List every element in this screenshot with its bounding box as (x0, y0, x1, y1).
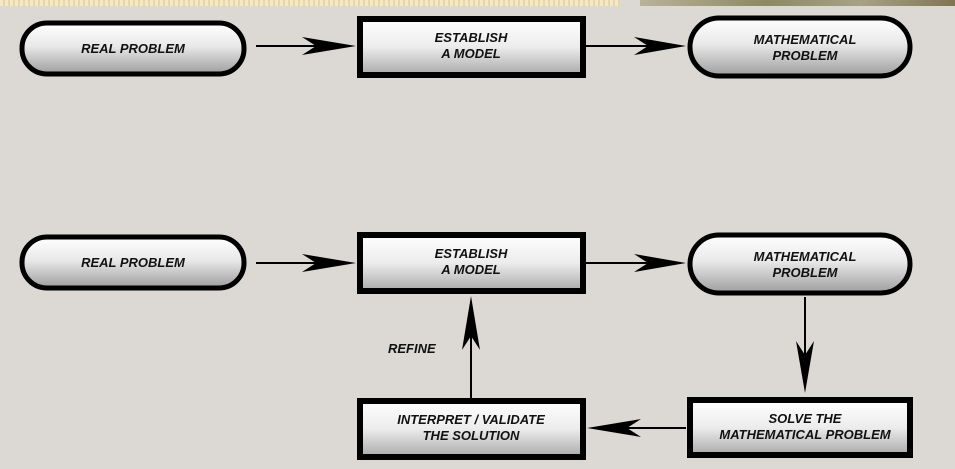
node-mathematical-problem-2: MATHEMATICAL PROBLEM (687, 232, 913, 296)
decorative-top-strip (0, 0, 620, 6)
node-label: REAL PROBLEM (81, 255, 186, 270)
node-label-line-1: ESTABLISH (435, 246, 508, 261)
node-establish-model-1: ESTABLISH A MODEL (357, 16, 586, 78)
node-label-line-2: THE SOLUTION (423, 428, 520, 443)
node-label-line-2: A MODEL (440, 46, 501, 61)
flow-1: REAL PROBLEM ESTABLISH A MODEL MATHEMATI… (19, 15, 913, 79)
node-solve-problem: SOLVE THE MATHEMATICAL PROBLEM (687, 397, 913, 458)
node-label-line-1: SOLVE THE (769, 411, 842, 426)
node-label: REAL PROBLEM (81, 41, 186, 56)
node-interpret-validate: INTERPRET / VALIDATE THE SOLUTION (357, 398, 586, 460)
node-label-line-2: PROBLEM (773, 265, 839, 280)
edge-real-to-model-1 (256, 37, 356, 55)
decorative-corner-image (640, 0, 955, 6)
node-establish-model-2: ESTABLISH A MODEL (357, 232, 586, 294)
node-real-problem-1: REAL PROBLEM (19, 20, 247, 77)
node-mathematical-problem-1: MATHEMATICAL PROBLEM (687, 15, 913, 79)
node-real-problem-2: REAL PROBLEM (19, 234, 247, 291)
node-label-line-1: MATHEMATICAL (754, 32, 857, 47)
edge-real-to-model-2 (256, 254, 356, 272)
node-label-line-1: ESTABLISH (435, 30, 508, 45)
node-label-line-1: MATHEMATICAL (754, 249, 857, 264)
node-label-line-2: MATHEMATICAL PROBLEM (719, 427, 891, 442)
node-label-line-2: PROBLEM (773, 48, 839, 63)
node-label-line-1: INTERPRET / VALIDATE (397, 412, 545, 427)
edge-refine: REFINE (388, 296, 480, 398)
edge-solve-to-interpret (587, 419, 686, 437)
edge-math-to-solve (796, 297, 814, 393)
node-label-line-2: A MODEL (440, 262, 501, 277)
flow-2: REAL PROBLEM ESTABLISH A MODEL MATHEMATI… (19, 232, 913, 460)
refine-label: REFINE (388, 341, 436, 356)
edge-model-to-math-2 (585, 254, 686, 272)
edge-model-to-math-1 (585, 37, 686, 55)
